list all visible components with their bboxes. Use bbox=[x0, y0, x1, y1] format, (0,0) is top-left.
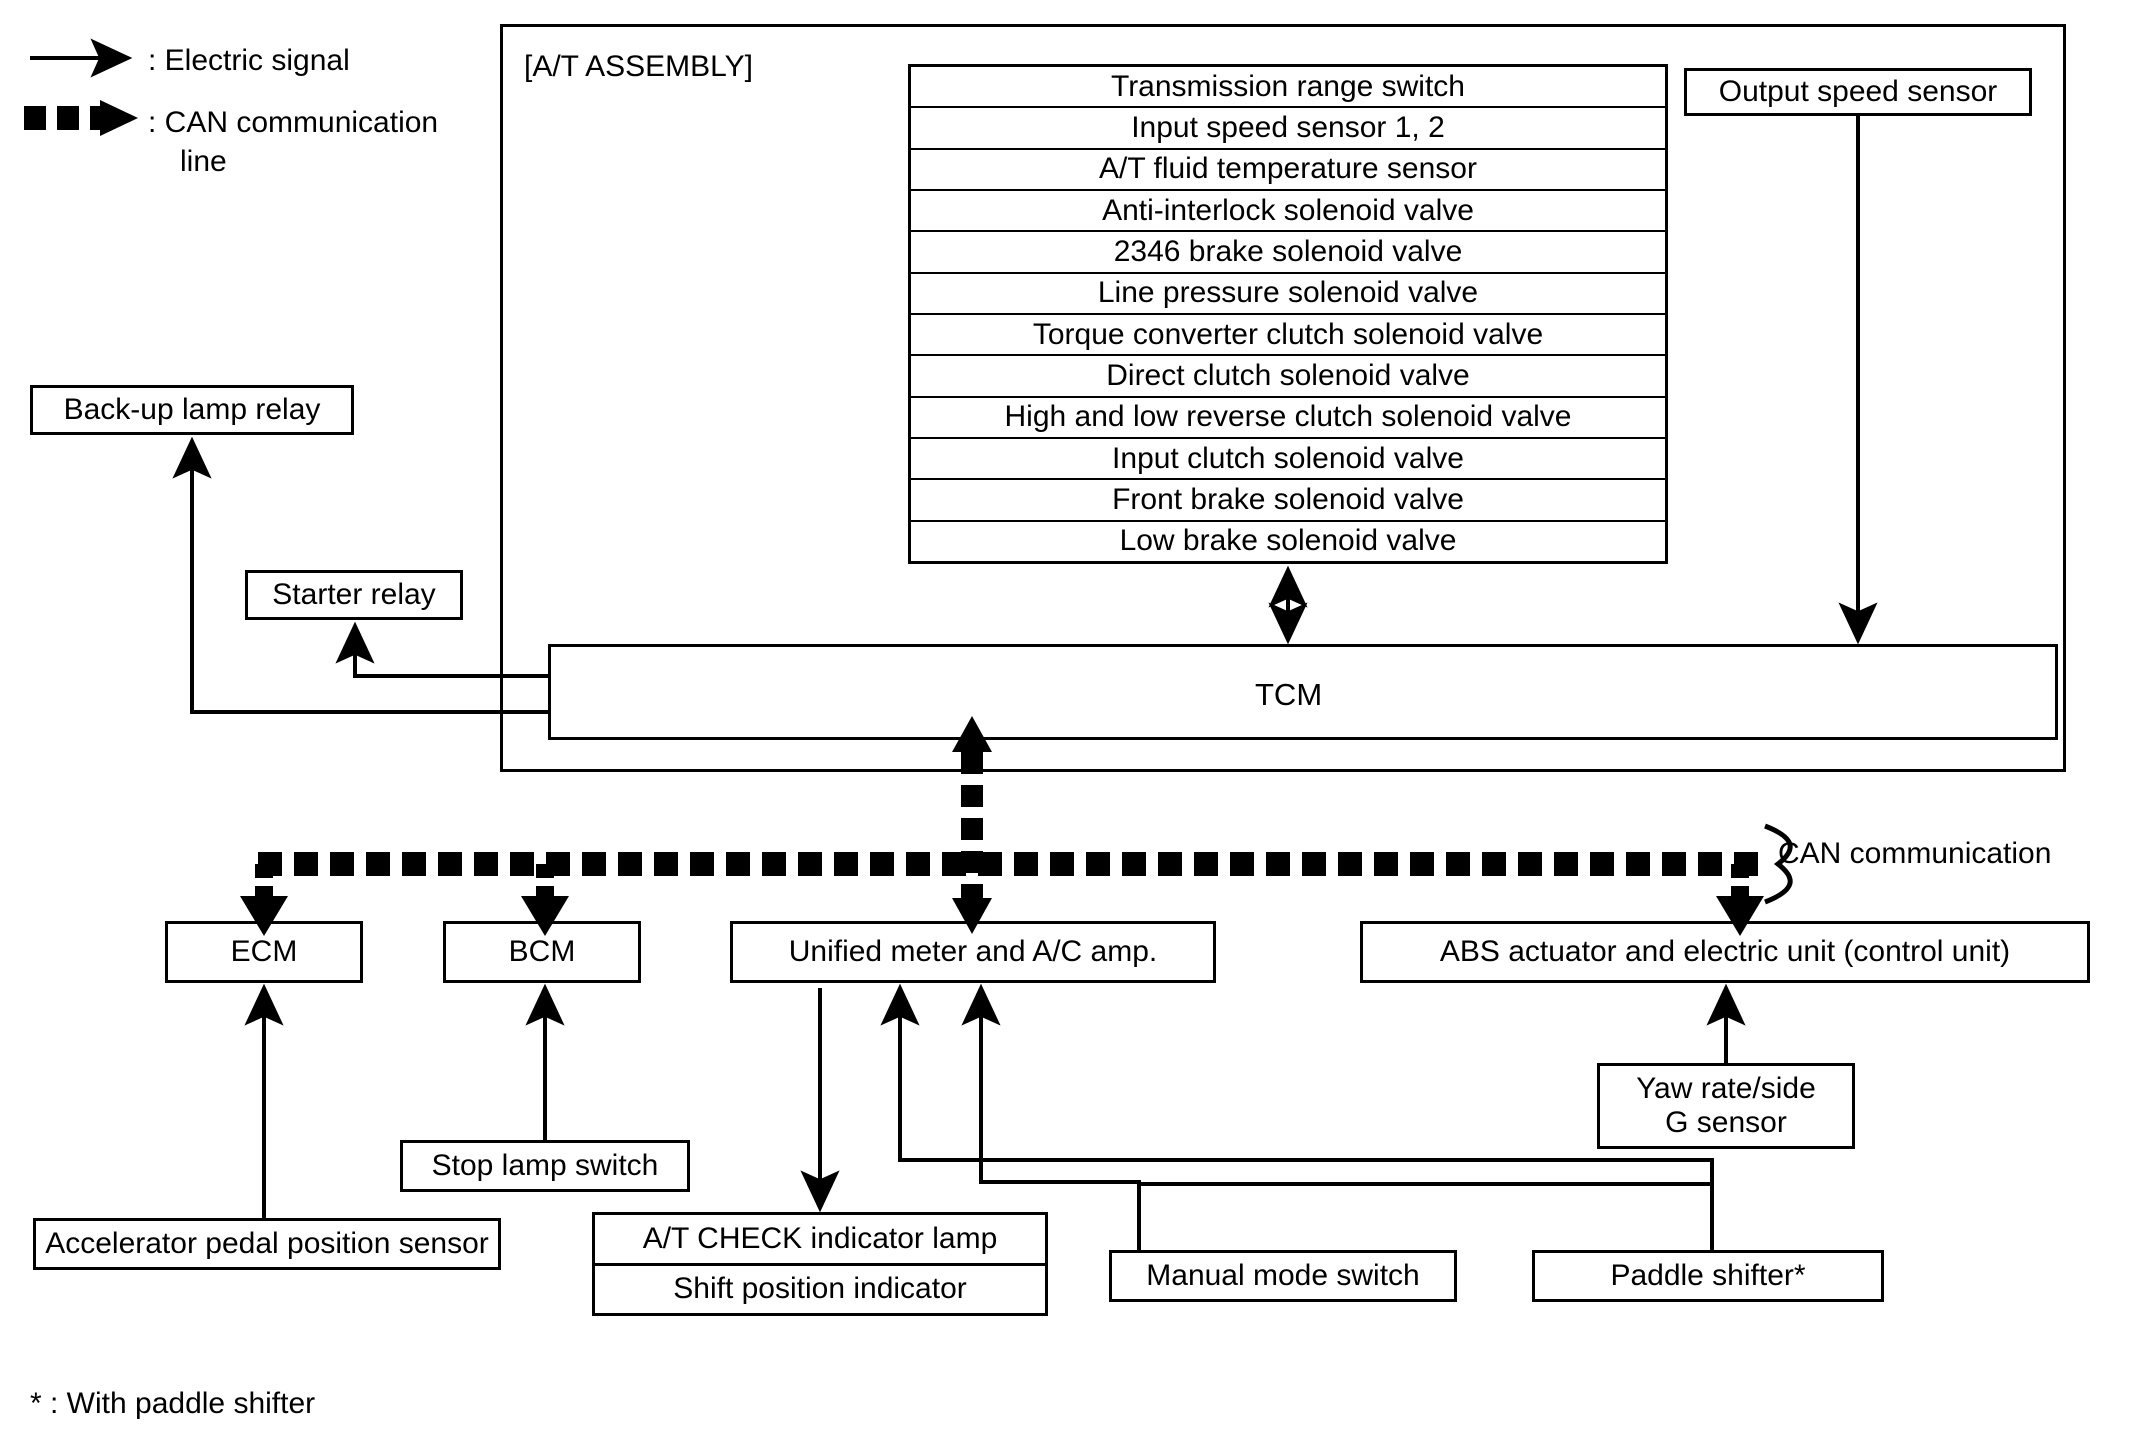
bcm-label: BCM bbox=[508, 935, 576, 969]
shift-position-indicator-label: Shift position indicator bbox=[673, 1272, 967, 1306]
at-component-label: Front brake solenoid valve bbox=[1112, 482, 1464, 516]
ecm-label: ECM bbox=[230, 935, 298, 969]
at-component-label: Line pressure solenoid valve bbox=[1097, 276, 1479, 310]
at-check-indicator-row: A/T CHECK indicator lamp bbox=[595, 1215, 1045, 1266]
at-component-label: Torque converter clutch solenoid valve bbox=[1032, 317, 1544, 351]
at-component-label: 2346 brake solenoid valve bbox=[1113, 234, 1463, 268]
yaw-rate-sensor-box[interactable]: Yaw rate/side G sensor bbox=[1597, 1063, 1855, 1149]
at-component-label: Low brake solenoid valve bbox=[1119, 524, 1457, 558]
at-component-row: A/T fluid temperature sensor bbox=[911, 150, 1665, 191]
output-speed-sensor-box[interactable]: Output speed sensor bbox=[1684, 68, 2032, 116]
at-component-label: Input speed sensor 1, 2 bbox=[1131, 110, 1445, 144]
legend-can-arrow-glyph bbox=[24, 100, 138, 136]
paddle-shifter-label: Paddle shifter* bbox=[1610, 1259, 1806, 1293]
tcm-label: TCM bbox=[1255, 677, 1323, 712]
ecm-box[interactable]: ECM bbox=[165, 921, 363, 983]
stop-lamp-switch-box[interactable]: Stop lamp switch bbox=[400, 1140, 690, 1192]
at-component-row: Anti-interlock solenoid valve bbox=[911, 191, 1665, 233]
starter-relay-box[interactable]: Starter relay bbox=[245, 570, 463, 620]
legend-can-line-label-2: line bbox=[180, 145, 227, 178]
manual-mode-switch-box[interactable]: Manual mode switch bbox=[1109, 1250, 1457, 1302]
accelerator-pedal-sensor-label: Accelerator pedal position sensor bbox=[45, 1227, 489, 1261]
at-component-row: Line pressure solenoid valve bbox=[911, 274, 1665, 315]
accelerator-pedal-sensor-box[interactable]: Accelerator pedal position sensor bbox=[33, 1218, 501, 1270]
backup-lamp-relay-box[interactable]: Back-up lamp relay bbox=[30, 385, 354, 435]
at-component-row: Low brake solenoid valve bbox=[911, 522, 1665, 561]
paddle-shifter-box[interactable]: Paddle shifter* bbox=[1532, 1250, 1884, 1302]
yaw-rate-sensor-label-line1: Yaw rate/side bbox=[1636, 1072, 1816, 1106]
bcm-box[interactable]: BCM bbox=[443, 921, 641, 983]
shift-position-indicator-row: Shift position indicator bbox=[595, 1266, 1045, 1314]
at-assembly-border bbox=[500, 24, 2066, 772]
at-component-label: High and low reverse clutch solenoid val… bbox=[1004, 400, 1572, 434]
at-assembly-title: [A/T ASSEMBLY] bbox=[524, 50, 753, 83]
footnote-paddle-shifter: * : With paddle shifter bbox=[30, 1387, 316, 1420]
at-component-row: 2346 brake solenoid valve bbox=[911, 232, 1665, 274]
output-speed-sensor-label: Output speed sensor bbox=[1718, 75, 1998, 109]
at-component-row: Front brake solenoid valve bbox=[911, 480, 1665, 522]
at-component-label: Direct clutch solenoid valve bbox=[1106, 358, 1470, 392]
manual-mode-switch-label: Manual mode switch bbox=[1146, 1259, 1420, 1293]
at-component-row: Transmission range switch bbox=[911, 67, 1665, 109]
at-component-row: Input clutch solenoid valve bbox=[911, 439, 1665, 481]
tcm-box[interactable] bbox=[548, 644, 2058, 740]
at-component-label: Transmission range switch bbox=[1110, 69, 1465, 103]
at-component-row: Torque converter clutch solenoid valve bbox=[911, 315, 1665, 357]
yaw-rate-sensor-label-line2: G sensor bbox=[1665, 1106, 1787, 1139]
at-component-row: Input speed sensor 1, 2 bbox=[911, 108, 1665, 150]
at-component-row: Direct clutch solenoid valve bbox=[911, 356, 1665, 398]
starter-relay-label: Starter relay bbox=[272, 578, 436, 612]
legend-can-line-label: : CAN communication bbox=[148, 106, 439, 139]
at-component-label: A/T fluid temperature sensor bbox=[1099, 152, 1477, 186]
at-check-indicator-label: A/T CHECK indicator lamp bbox=[642, 1221, 998, 1255]
abs-actuator-label: ABS actuator and electric unit (control … bbox=[1439, 935, 2011, 969]
unified-meter-box[interactable]: Unified meter and A/C amp. bbox=[730, 921, 1216, 983]
at-component-label: Input clutch solenoid valve bbox=[1112, 441, 1464, 475]
legend-electric-signal-label: : Electric signal bbox=[148, 44, 350, 77]
unified-meter-label: Unified meter and A/C amp. bbox=[788, 935, 1158, 969]
at-component-row: High and low reverse clutch solenoid val… bbox=[911, 398, 1665, 439]
at-component-label: Anti-interlock solenoid valve bbox=[1102, 193, 1474, 227]
backup-lamp-relay-label: Back-up lamp relay bbox=[63, 393, 321, 427]
at-check-indicator-stack[interactable]: A/T CHECK indicator lamp Shift position … bbox=[592, 1212, 1048, 1316]
can-communication-label: CAN communication bbox=[1778, 837, 2052, 870]
abs-actuator-box[interactable]: ABS actuator and electric unit (control … bbox=[1360, 921, 2090, 983]
stop-lamp-switch-label: Stop lamp switch bbox=[431, 1149, 659, 1183]
